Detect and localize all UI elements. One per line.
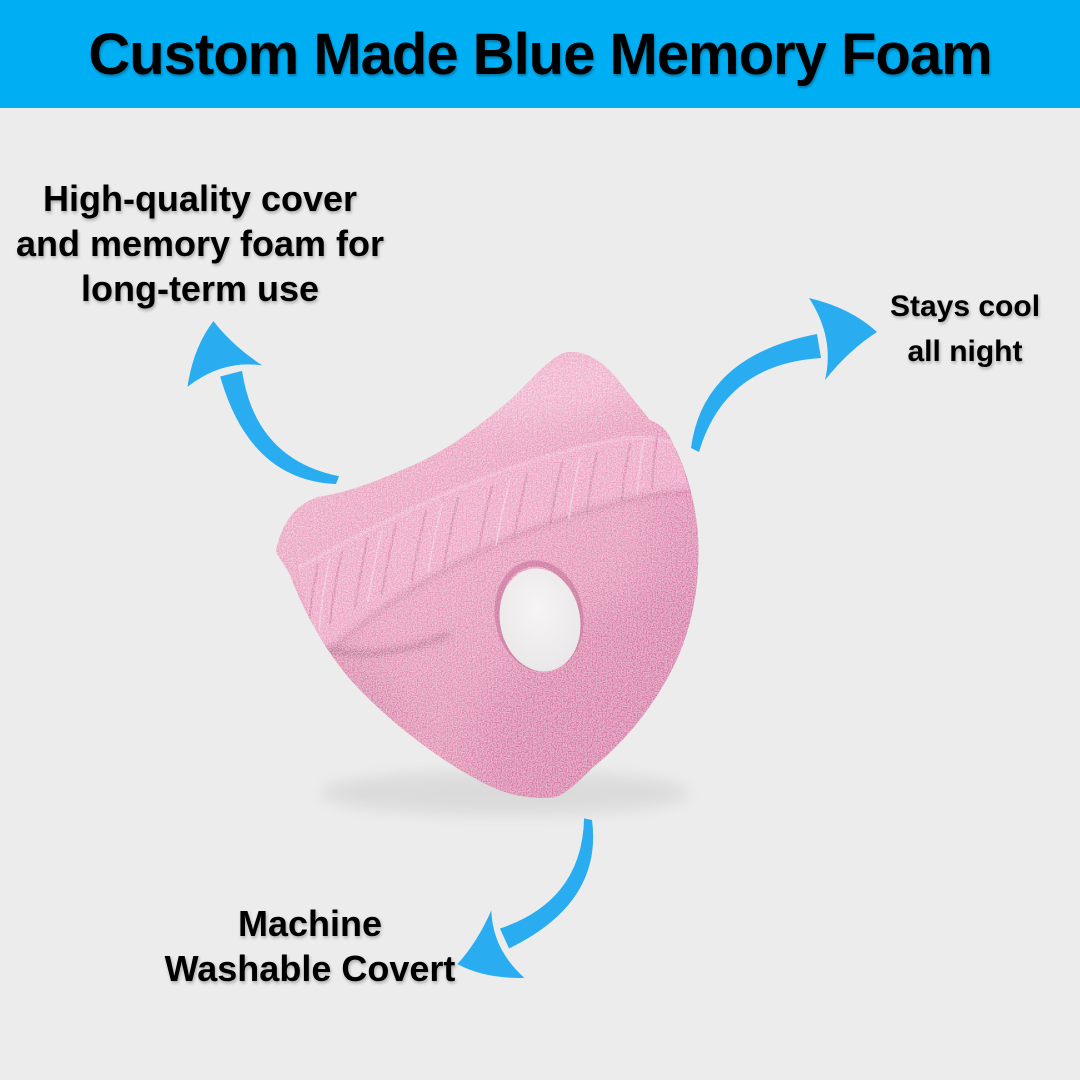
- pillow-hole: [494, 560, 584, 672]
- callout-top-left-line: and memory foam for: [15, 223, 385, 264]
- callout-bottom: Machine Washable Covert: [110, 901, 510, 991]
- callout-top-left: High-quality cover and memory foam for l…: [0, 176, 400, 311]
- header-title: Custom Made Blue Memory Foam: [88, 21, 992, 87]
- pillow-shadow: [320, 771, 690, 815]
- callout-right-line: Stays cool: [889, 290, 1041, 323]
- curved-arrow-up-right-icon: [691, 298, 877, 452]
- callout-bottom-line: Washable Covert: [164, 948, 456, 989]
- header-banner: Custom Made Blue Memory Foam: [0, 0, 1080, 108]
- callout-top-left-line: long-term use: [80, 268, 320, 309]
- callout-top-left-line: High-quality cover: [42, 178, 358, 219]
- curved-arrow-up-left-icon: [181, 311, 340, 497]
- callout-right-line: all night: [907, 335, 1023, 368]
- callout-bottom-line: Machine: [237, 903, 383, 944]
- pillow-image: [276, 351, 699, 798]
- curved-arrow-down-left-icon: [429, 816, 627, 994]
- callout-right: Stays cool all night: [815, 284, 1080, 374]
